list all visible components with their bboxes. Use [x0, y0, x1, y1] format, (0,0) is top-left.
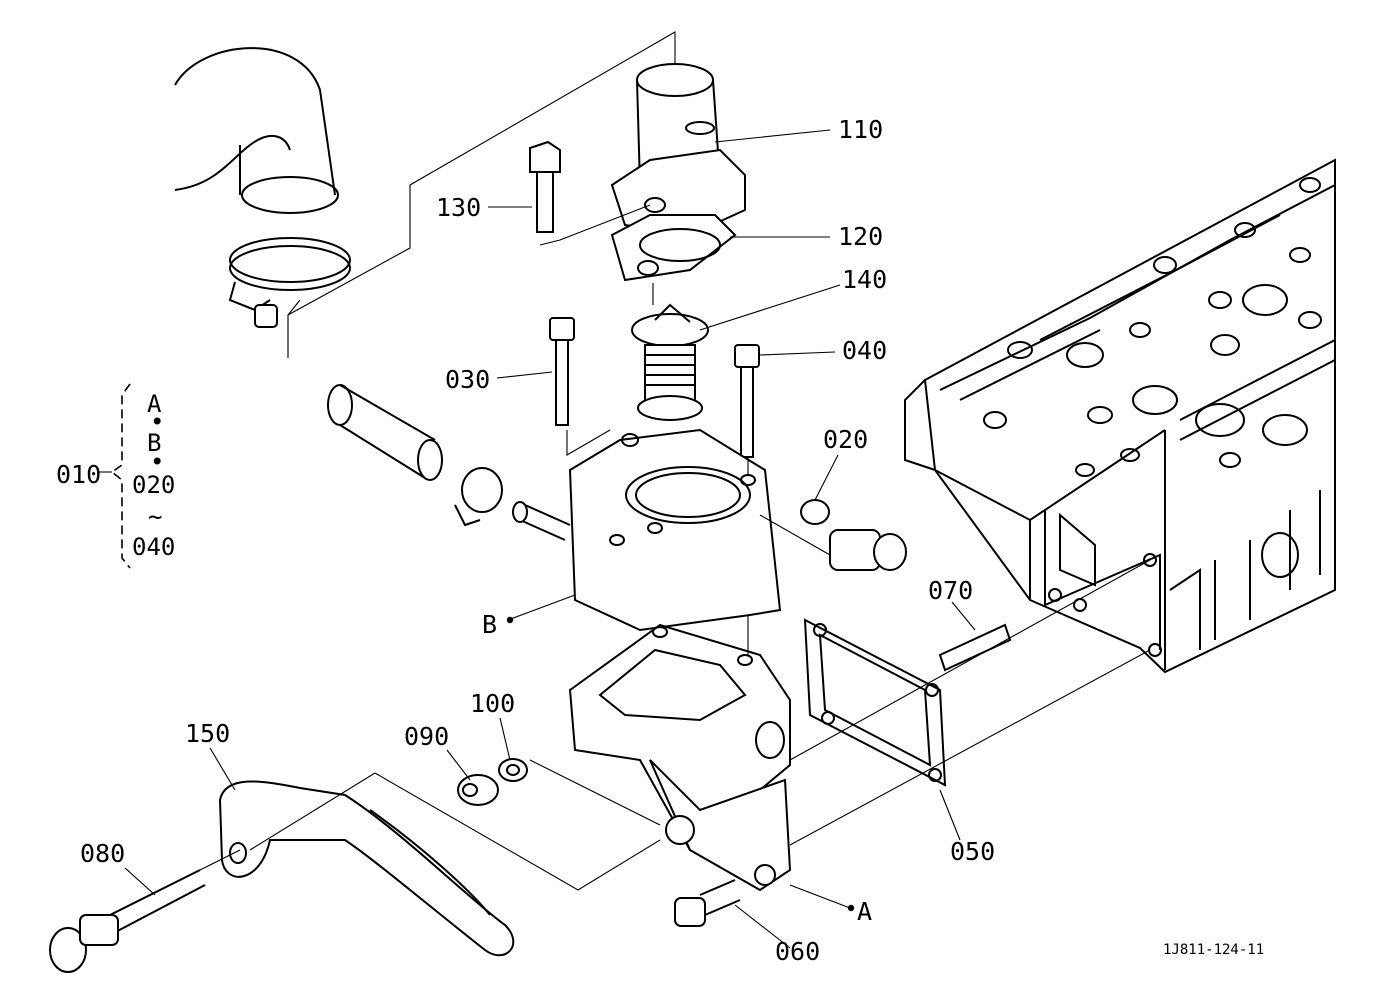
part-label-030: 030: [445, 365, 490, 394]
group-010-labels: 010 A • B • 020 ~ 040: [56, 390, 175, 561]
part-label-050: 050: [950, 837, 995, 866]
group-number-010: 010: [56, 460, 101, 489]
thermostat-housing-drawing: [512, 428, 782, 632]
part-label-090: 090: [404, 722, 449, 751]
part-number-labels: 110 120 130 140 030 040 020 070 100 090 …: [80, 115, 995, 966]
group-item-b: B: [147, 429, 161, 457]
marker-b-dot: [506, 616, 514, 624]
part-label-040: 040: [842, 336, 887, 365]
elbow-fitting-drawing: [829, 529, 907, 571]
group-item-020: 020: [132, 471, 175, 499]
part-label-020: 020: [823, 425, 868, 454]
group-010-bracket: [98, 383, 131, 569]
thermostat-cover-drawing: [610, 63, 746, 237]
part-label-140: 140: [842, 265, 887, 294]
group-separator-3: ~: [148, 503, 162, 531]
washer-100-drawing: [498, 758, 528, 782]
bolt-080-drawing: [49, 869, 206, 973]
group-item-040: 040: [132, 533, 175, 561]
diagram-reference-code: 1J811-124-11: [1163, 942, 1264, 958]
part-label-060: 060: [775, 937, 820, 966]
assembly-centerlines: [199, 31, 1151, 891]
group-separator-1: •: [150, 408, 164, 436]
marker-a-dot: [847, 904, 855, 912]
gasket-120-drawing: [610, 214, 737, 282]
water-flange-body-drawing: [568, 623, 792, 892]
gasket-050-drawing: [803, 618, 947, 787]
part-label-110: 110: [838, 115, 883, 144]
part-label-130: 130: [436, 193, 481, 222]
bolt-060-drawing: [674, 879, 741, 927]
part-label-080: 080: [80, 839, 125, 868]
bolt-040-drawing: [734, 344, 760, 458]
plug-020-drawing: [800, 499, 830, 525]
bolt-030-drawing: [549, 317, 575, 426]
hose-and-clamp-drawing: [174, 47, 351, 328]
leader-lines: [124, 129, 976, 949]
part-label-120: 120: [838, 222, 883, 251]
cylinder-head-drawing: [904, 158, 1336, 674]
part-label-100: 100: [470, 689, 515, 718]
part-label-150: 150: [185, 719, 230, 748]
bracket-150-drawing: [218, 780, 515, 957]
group-separator-2: •: [150, 448, 164, 476]
marker-label-b: B: [482, 610, 497, 639]
part-label-070: 070: [928, 576, 973, 605]
bolt-130-drawing: [529, 140, 561, 233]
group-item-a: A: [147, 390, 162, 418]
stud-070-drawing: [938, 623, 1012, 672]
thermostat-140-drawing: [631, 303, 709, 421]
nut-090-drawing: [457, 774, 499, 806]
marker-label-a: A: [857, 897, 872, 926]
bypass-pipe-drawing: [327, 384, 503, 527]
